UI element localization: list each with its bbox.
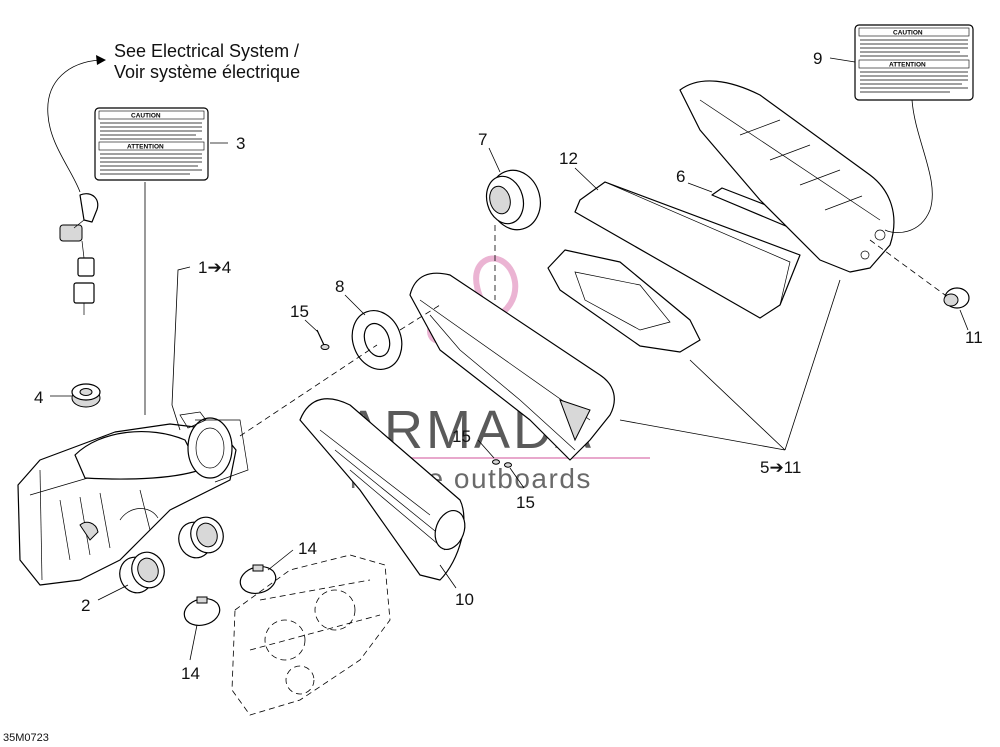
callout-3: 3	[236, 134, 245, 153]
assembly-guide-lines	[239, 225, 946, 437]
callout-11: 11	[965, 328, 983, 347]
callout-7: 7	[478, 130, 487, 149]
hose-clamp-lower	[183, 596, 221, 626]
screw-upper	[316, 329, 330, 350]
electrical-reference-note: See Electrical System / Voir système éle…	[47, 41, 300, 193]
screw-lower-left	[492, 459, 500, 465]
figure-code: 35M0723	[3, 732, 49, 744]
callout-labels: 1➔4 2 3 4 5➔11 6 7 8 9 10 11 12 14 14 15…	[34, 49, 983, 683]
note-line-1: See Electrical System /	[114, 41, 299, 61]
callout-15-lower: 15	[516, 493, 535, 512]
decal-right-caution: CAUTION	[893, 30, 923, 37]
callout-14-upper: 14	[298, 539, 317, 558]
decal-left-caution: CAUTION	[131, 113, 161, 120]
callout-5-11: 5➔11	[760, 458, 801, 477]
callout-12: 12	[559, 149, 578, 168]
gasket-ring-part	[351, 310, 403, 370]
callout-15-middle: 15	[452, 427, 471, 446]
throttle-body-assembly	[231, 554, 391, 716]
intake-cap-part	[485, 169, 541, 231]
intake-sleeve-right	[178, 516, 224, 559]
silencer-lower-box	[409, 272, 615, 461]
decal-right-attention: ATTENTION	[889, 62, 926, 69]
grommet-part	[71, 383, 101, 408]
callout-14-lower: 14	[181, 664, 200, 683]
callout-2: 2	[81, 596, 90, 615]
note-arrow-head	[96, 55, 106, 65]
intake-sleeve-left	[119, 551, 165, 594]
screw-lower-right	[504, 462, 512, 468]
intake-silencer-housing	[17, 411, 249, 586]
leader-lines	[50, 57, 969, 661]
silencer-upper-cover	[679, 80, 895, 273]
decal-left-attention: ATTENTION	[127, 144, 164, 151]
callout-4: 4	[34, 388, 43, 407]
note-line-2: Voir système électrique	[114, 62, 300, 82]
callout-1-4: 1➔4	[198, 258, 231, 277]
plug-part	[943, 287, 970, 309]
foam-pad-part	[574, 181, 801, 319]
sensor-connector-part	[59, 193, 99, 315]
callout-8: 8	[335, 277, 344, 296]
callout-10: 10	[455, 590, 474, 609]
note-arrow	[47, 59, 101, 193]
callout-9: 9	[813, 49, 822, 68]
caution-decal-left: CAUTION ATTENTION	[94, 107, 209, 181]
callout-6: 6	[676, 167, 685, 186]
hose-clamp-upper	[239, 564, 277, 594]
caution-decal-right: CAUTION ATTENTION	[854, 24, 974, 101]
callout-15-upper: 15	[290, 302, 309, 321]
silencer-tray-part	[547, 249, 701, 353]
inlet-duct-part	[299, 398, 466, 581]
